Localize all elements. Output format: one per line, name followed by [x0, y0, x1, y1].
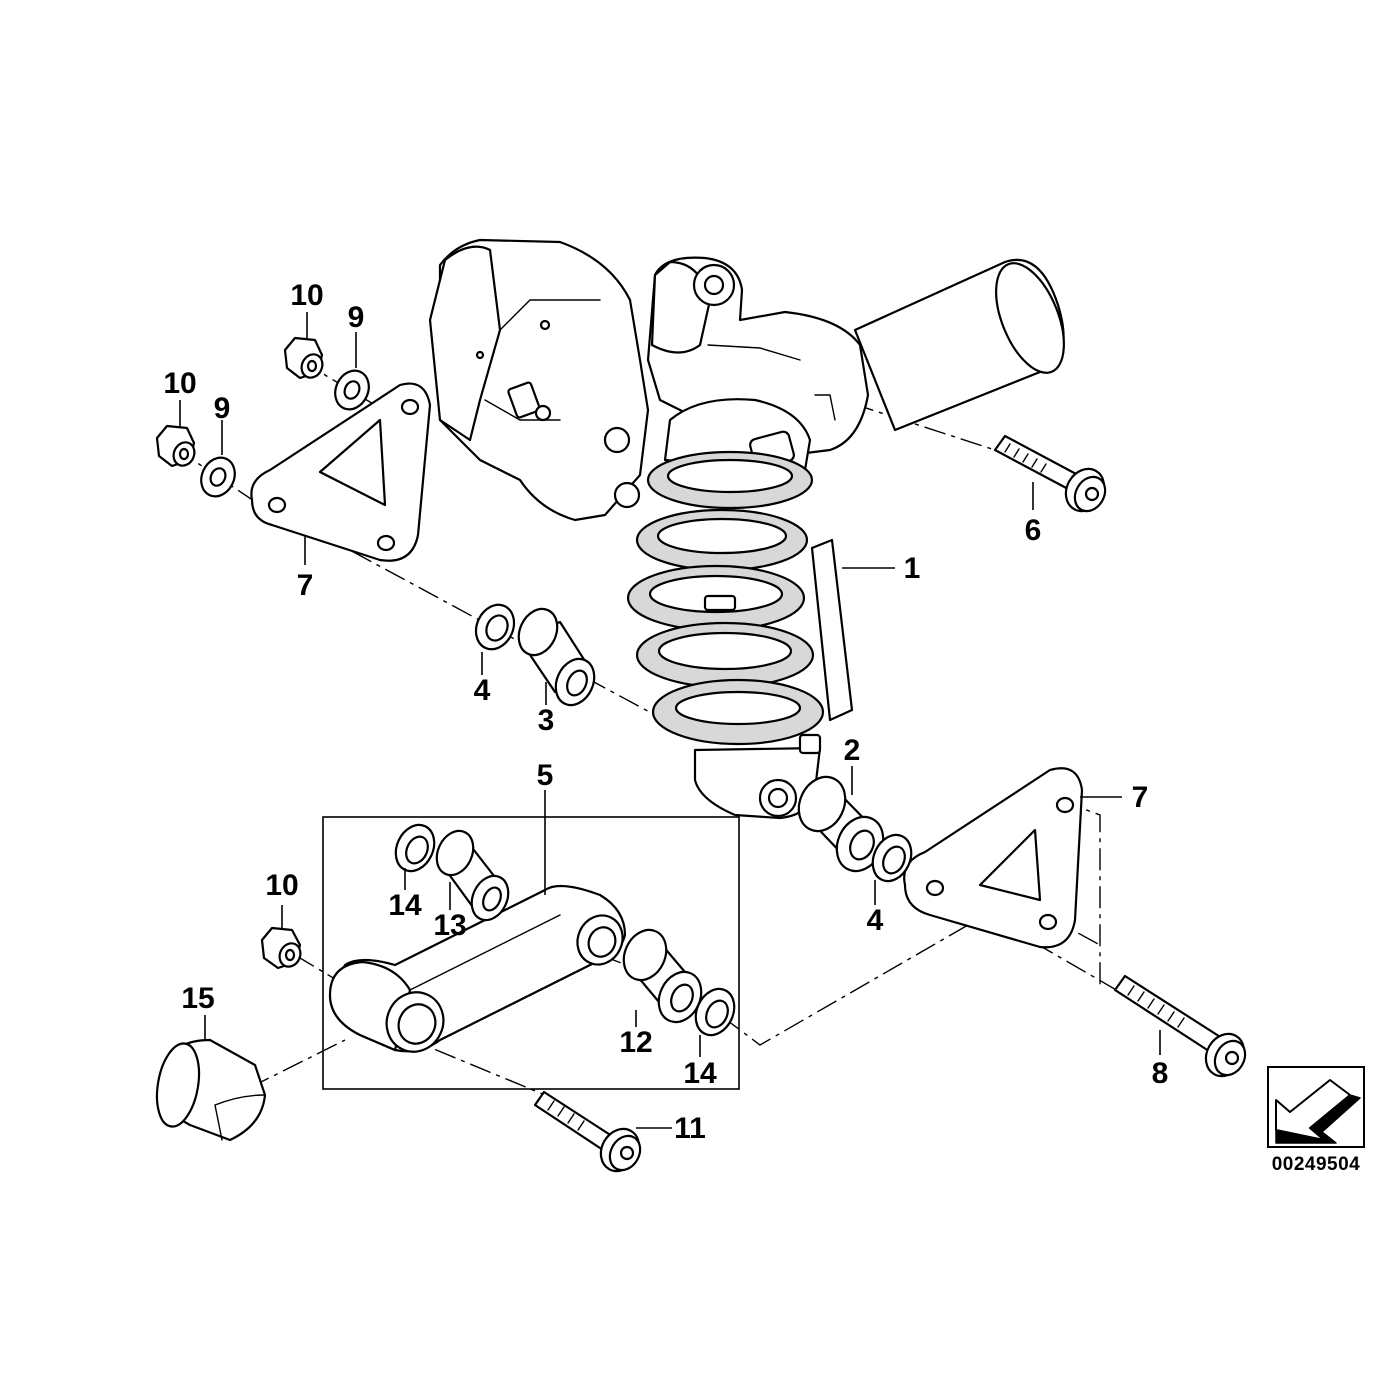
callout-14-lower: 14	[683, 1057, 717, 1090]
sleeve-13	[435, 829, 510, 922]
coil-spring	[626, 450, 825, 746]
lower-sleeve-2	[797, 775, 885, 873]
reservoir-hose	[810, 538, 854, 722]
callout-2: 2	[844, 734, 861, 767]
upper-sleeve-3	[517, 607, 596, 707]
callout-7-lower: 7	[1132, 781, 1149, 814]
callout-7-upper: 7	[297, 569, 314, 602]
lower-washer-4	[871, 833, 913, 883]
upper-nut-10	[283, 336, 324, 380]
callout-10-lower: 10	[265, 869, 298, 902]
callout-5: 5	[537, 759, 554, 792]
callout-10-middle: 10	[163, 367, 196, 400]
lower-nut-10	[155, 424, 196, 468]
bolt-8	[1113, 974, 1247, 1078]
callout-10-upper: 10	[290, 279, 323, 312]
callout-14-upper: 14	[388, 889, 422, 922]
direction-arrow-icon	[1267, 1066, 1365, 1148]
bolt-6	[993, 434, 1107, 513]
callout-4-upper: 4	[474, 674, 491, 707]
shock-absorber	[428, 238, 1065, 820]
callout-9-lower: 9	[214, 392, 231, 425]
bolt-11	[533, 1090, 642, 1173]
upper-mounting-bracket	[250, 382, 432, 562]
sleeve-12	[622, 928, 703, 1024]
callout-11: 11	[674, 1112, 706, 1145]
callout-12: 12	[619, 1026, 652, 1059]
callout-6: 6	[1025, 514, 1042, 547]
leader-lines	[179, 312, 1161, 1129]
lower-mount-eye	[693, 733, 822, 820]
reference-number: 00249504	[1272, 1154, 1361, 1175]
callout-4-lower: 4	[867, 904, 884, 937]
lower-washer-9	[200, 456, 236, 498]
cover-cap-15	[155, 1038, 267, 1142]
lever-assembly-frame	[322, 816, 740, 1090]
upper-washer-9	[334, 369, 370, 411]
callout-1: 1	[904, 552, 921, 585]
lower-mounting-bracket	[903, 767, 1084, 949]
callout-numbers: 1 2 3 4 4 5 6 7 7 8 9 9 10 10 10 11 12 1…	[163, 279, 1168, 1145]
upper-washer-4	[474, 603, 516, 651]
adjuster-body	[428, 238, 650, 522]
callout-9-upper: 9	[348, 301, 365, 334]
reservoir	[853, 258, 1065, 432]
callout-3: 3	[538, 704, 555, 737]
callout-15: 15	[181, 982, 214, 1015]
washer-14-upper	[394, 823, 436, 873]
callout-13: 13	[433, 909, 466, 942]
callout-8: 8	[1152, 1057, 1169, 1090]
washer-14-lower	[694, 987, 736, 1037]
lever-nut-10	[260, 926, 302, 970]
